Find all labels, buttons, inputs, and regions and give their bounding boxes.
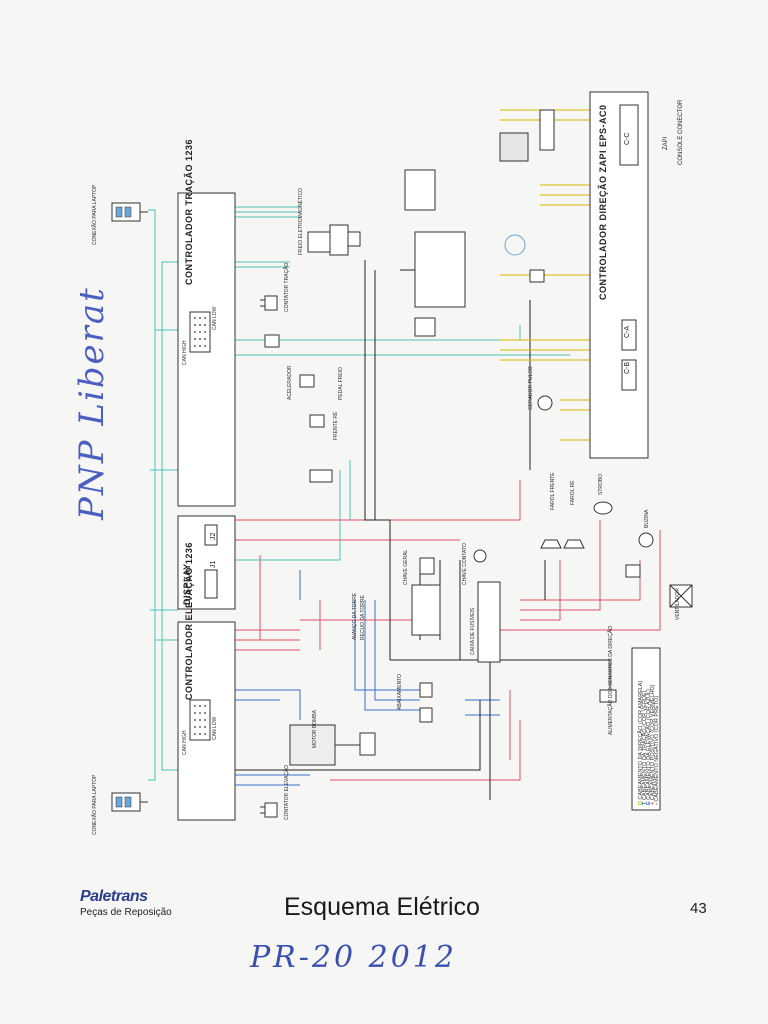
strobe-light: [593, 501, 613, 515]
steering-motor: [499, 132, 529, 162]
can-low-label-bottom: CAN LOW: [212, 716, 218, 740]
laptop-connector-bottom: [111, 792, 148, 812]
elevation-controller: [177, 621, 236, 821]
accelerator-label: ACELERADOR: [287, 365, 293, 400]
cb-label: C-B: [624, 361, 631, 374]
tower-retract-label: RECUO DA TORRE: [360, 595, 366, 640]
zapi-label: ZAPI: [663, 136, 669, 150]
relay-block-top: [404, 169, 436, 211]
elevation-controller-label: CONTROLADOR ELEVAÇÃO 1236: [184, 542, 194, 700]
pulse-generator-label: GERADOR PULSO: [528, 366, 534, 410]
contact-key-knob: [473, 549, 487, 563]
sensor-supply: [599, 689, 617, 703]
steering-controller-label: CONTROLADOR DIREÇÃO ZAPI EPS-AC0: [598, 104, 608, 300]
lowering-label: ABAIXAMENTO: [397, 673, 403, 710]
legend-item-negative: - CABEAMENTO NEGATIVO (COR PRETO): [654, 695, 660, 805]
strobe-label: STROBO: [598, 473, 604, 495]
j2-label: J2: [210, 532, 217, 540]
traction-controller-label: CONTROLADOR TRAÇÃO 1236: [184, 138, 194, 285]
handwritten-note-side: PNP Liberat: [72, 286, 112, 520]
relay-block-small: [414, 317, 436, 337]
elevation-sensor-b: [419, 707, 433, 723]
buzzer-box: [625, 564, 641, 578]
page-title: Esquema Elétrico: [284, 893, 480, 921]
front-light-label: FAROL FRENTE: [550, 472, 556, 510]
pump-motor: [289, 724, 376, 766]
brake-label: FREIO ELETROMAGNÉTICO: [298, 188, 304, 255]
cc-label: C-C: [624, 132, 631, 145]
brand-subtitle: Peças de Reposição: [80, 907, 172, 918]
tower-advance-label: AVANÇO DA TORRE: [352, 592, 358, 640]
front-light: [540, 539, 562, 549]
page-number: 43: [690, 900, 707, 917]
can-high-label-top: CAN HIGH: [182, 340, 188, 365]
main-switch-label: CHAVE GERAL: [403, 549, 409, 585]
steering-controller: [589, 91, 649, 459]
contactor-traction: [260, 295, 278, 311]
console-connector-label: CONSOLE CONECTOR: [678, 99, 684, 165]
handwritten-note-bottom: PR-20 2012: [250, 940, 457, 975]
brake-assembly: [307, 224, 361, 256]
elevation-sensor-a: [419, 682, 433, 698]
forward-reverse-label: FRENTE RÉ: [333, 411, 339, 440]
elevation-wires: [235, 570, 500, 786]
ca-label: C-A: [624, 325, 631, 338]
steering-sensor: [529, 269, 545, 283]
contactor-elevation-label: CONTATOR ELEVAÇÃO: [284, 764, 290, 820]
steering-encoder: [539, 109, 555, 151]
accelerator-symbol: [299, 374, 315, 388]
contactor-traction-label: CONTATOR TRAÇÃO: [284, 262, 290, 312]
encoder-gauge: [504, 234, 526, 256]
can-high-label-bottom: CAN HIGH: [182, 730, 188, 755]
contactor-elevation: [260, 802, 278, 818]
relay-block-middle: [414, 231, 466, 308]
rear-light-label: FAROL RÉ: [570, 480, 576, 505]
fuse-box-label: CAIXA DE FUSÍVEIS: [470, 607, 476, 655]
pulse-generator: [537, 395, 553, 411]
j1-label: J1: [210, 560, 217, 568]
fan: [669, 584, 693, 608]
legend-mark-negative: -: [654, 803, 660, 805]
sensor-supply-label: ALIMENTAÇÃO DOS SENSORES DA DIREÇÃO: [608, 625, 614, 735]
wires: [148, 109, 661, 800]
fan-label: VENTILADOR: [675, 588, 681, 620]
horn: [638, 532, 654, 548]
brand-block: Paletrans Peças de Reposição: [80, 888, 172, 918]
fuse-box: [477, 581, 501, 663]
contact-key: [419, 557, 435, 575]
positive-wires: [230, 480, 661, 781]
legend-box: [631, 647, 661, 811]
forward-reverse-switch: [309, 469, 333, 483]
display-unit: [177, 515, 236, 610]
traction-controller: [177, 192, 236, 507]
components: [260, 109, 693, 818]
main-switch: [411, 584, 441, 636]
laptop-bottom-label: CONEXÃO PARA LAPTOP: [92, 774, 98, 835]
brake-pedal-symbol: [309, 414, 325, 428]
laptop-connector-top: [111, 202, 148, 222]
laptop-top-label: CONEXÃO PARA LAPTOP: [92, 184, 98, 245]
key-switch-box: [264, 334, 280, 348]
pump-motor-label: MOTOR BOMBA: [312, 710, 318, 748]
brand-logo: Paletrans: [80, 888, 148, 905]
brake-pedal-label: PEDAL FREIO: [338, 367, 344, 400]
can-low-label-top: CAN LOW: [212, 306, 218, 330]
rear-light: [563, 539, 585, 549]
horn-label: BUZINA: [644, 509, 650, 528]
contact-key-label: CHAVE CONTATO: [462, 543, 468, 585]
